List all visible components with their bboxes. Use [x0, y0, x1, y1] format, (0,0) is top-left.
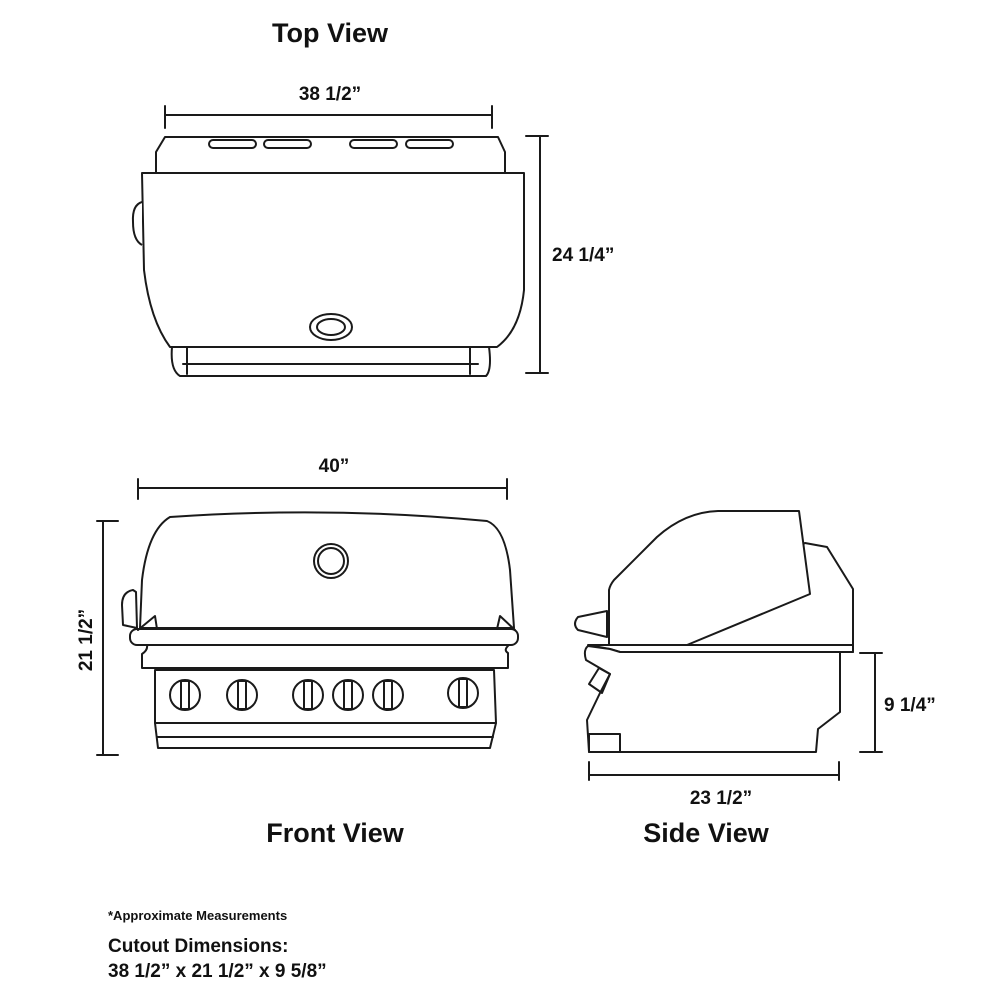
front-width-dimension-line [137, 478, 508, 500]
front-height-dimension-line [96, 520, 119, 756]
grill-side-outline [574, 510, 854, 753]
side-view: 23 1/2” 9 1/4” Side View [574, 510, 936, 848]
top-width-label: 38 1/2” [299, 84, 361, 105]
cutout-dimensions-label: Cutout Dimensions: [108, 936, 289, 957]
knob [169, 679, 201, 711]
side-depth-label: 23 1/2” [690, 788, 752, 809]
front-height-label: 21 1/2” [76, 609, 97, 671]
side-height-dimension-line [859, 652, 883, 753]
grill-top-outline [131, 136, 525, 377]
front-view: 40” 21 1/2” F [76, 456, 519, 848]
top-view: Top View 38 1/2” 24 1/4” [131, 18, 614, 377]
front-width-label: 40” [319, 456, 350, 477]
top-width-dimension-line [164, 105, 493, 129]
control-knobs [169, 677, 479, 711]
top-depth-dimension-line [525, 135, 549, 374]
side-height-label: 9 1/4” [884, 695, 936, 716]
knob [332, 679, 364, 711]
front-view-title: Front View [266, 818, 405, 848]
approximate-measurements-note: *Approximate Measurements [108, 908, 287, 923]
side-view-title: Side View [643, 818, 770, 848]
grill-front-outline [121, 511, 519, 749]
top-view-title: Top View [272, 18, 389, 48]
knob [292, 679, 324, 711]
knob [226, 679, 258, 711]
side-depth-dimension-line [588, 761, 840, 781]
cutout-dimensions-value: 38 1/2” x 21 1/2” x 9 5/8” [108, 961, 327, 982]
notes: *Approximate Measurements Cutout Dimensi… [108, 908, 327, 982]
knob [372, 679, 404, 711]
top-depth-label: 24 1/4” [552, 245, 614, 266]
knob [447, 677, 479, 709]
